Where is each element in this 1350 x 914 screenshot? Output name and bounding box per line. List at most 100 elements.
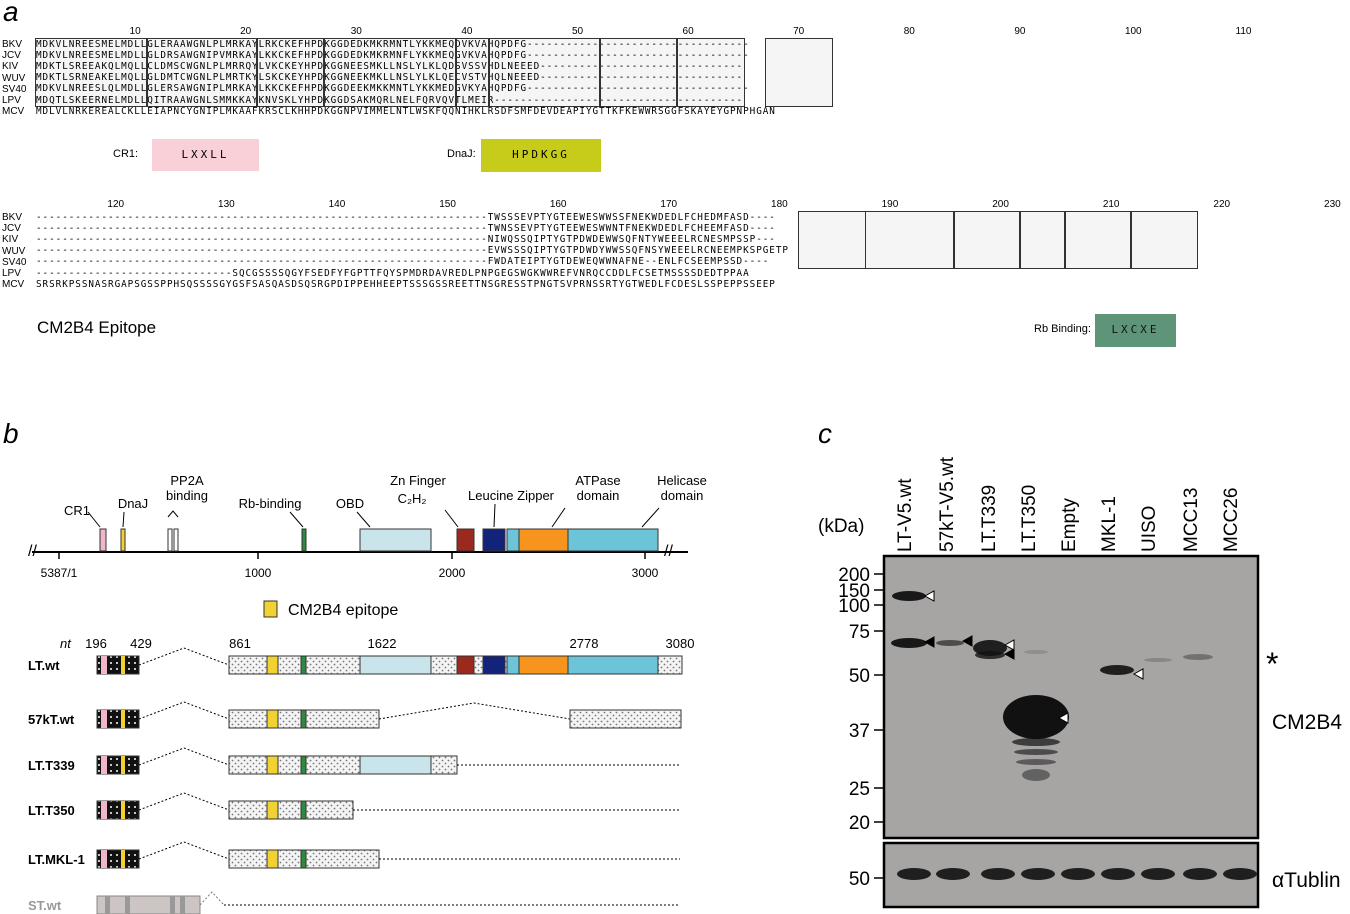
marker-label: 150 — [838, 581, 870, 602]
helicase-domain — [567, 528, 659, 552]
cr1-segment — [101, 656, 107, 674]
sequence-row: ----------------------------------------… — [36, 256, 770, 268]
sequence-name: MCV — [2, 106, 25, 118]
tubulin-band — [1021, 868, 1055, 880]
cr1-segment — [101, 801, 107, 819]
construct-label: LT.wt — [28, 658, 60, 673]
construct-label: LT.T339 — [28, 758, 75, 773]
band-arrowhead — [1003, 639, 1015, 651]
zinc-finger-subscript-label: C₂H₂ — [398, 491, 427, 506]
sequence-row: MDKTLSRNEAKELMQLLGLDMTCWGNLPLMRTKYLSKCKE… — [36, 72, 744, 84]
ruler-tick: 60 — [682, 26, 694, 37]
sequence-row: ----------------------------------------… — [36, 222, 776, 234]
atpase-label: domain — [577, 488, 620, 503]
leucine-zipper-segment — [482, 655, 506, 675]
ruler-tick: 170 — [660, 199, 678, 210]
nt-position: 196 — [85, 636, 107, 651]
sequence-name: BKV — [2, 212, 23, 223]
epitope-legend-swatch — [263, 600, 278, 618]
conservation-box — [952, 211, 1022, 269]
sequence-row: ------------------------------SQCGSSSSQG… — [36, 267, 750, 279]
conservation-box — [764, 38, 834, 107]
nt-position: 861 — [229, 636, 251, 651]
band-arrowhead — [961, 635, 973, 647]
tubulin-band — [897, 868, 931, 880]
lane-label: MKL-1 — [1099, 496, 1120, 552]
band — [1022, 769, 1050, 781]
conservation-box — [1063, 211, 1132, 269]
helicase-label: Helicase — [657, 473, 707, 488]
nt-position: 1622 — [368, 636, 397, 651]
helicase-domain — [506, 528, 520, 552]
ruler-tick: 100 — [1124, 26, 1142, 37]
sequence-row: ----------------------------------------… — [36, 211, 776, 223]
marker-label: 25 — [849, 779, 870, 800]
st-segment — [170, 896, 175, 914]
leader-line — [444, 509, 459, 528]
tubulin-band — [1141, 868, 1175, 880]
ruler-tick: 120 — [107, 199, 125, 210]
conservation-box — [599, 38, 679, 107]
ruler-tick: 40 — [461, 26, 473, 37]
band-arrowhead — [923, 636, 935, 648]
st-segment — [125, 896, 130, 914]
band — [1183, 654, 1213, 660]
leader-line — [551, 507, 566, 528]
marker-label: 20 — [849, 813, 870, 834]
ruler-tick: 200 — [992, 199, 1009, 210]
band-arrowhead — [1132, 668, 1144, 680]
conservation-box — [798, 211, 867, 269]
rb-motif-box: LXCXE — [1095, 314, 1176, 347]
band — [892, 591, 926, 601]
leader-line — [122, 511, 125, 528]
leader-line — [289, 511, 304, 528]
ruler-tick: 140 — [328, 199, 346, 210]
sequence-name: MCV — [2, 279, 25, 291]
atpase-label: ATPase — [575, 473, 620, 488]
sequence-row: ----------------------------------------… — [36, 245, 789, 257]
pp2a-domain — [173, 528, 179, 552]
ruler-tick: 20 — [240, 26, 252, 37]
band-arrowhead — [1003, 648, 1015, 660]
band — [1144, 658, 1172, 662]
antibody-label: CM2B4 — [1272, 711, 1342, 734]
leucine-zipper-domain — [482, 528, 506, 552]
sequence-name: WUV — [2, 245, 26, 257]
helicase-label: domain — [661, 488, 704, 503]
tubulin-band — [981, 868, 1015, 880]
conservation-box — [1019, 211, 1066, 269]
epitope-segment — [266, 849, 279, 869]
pp2a-label: binding — [166, 488, 208, 503]
nt-position: 2778 — [570, 636, 599, 651]
leader-line — [167, 510, 179, 518]
tubulin-membrane — [882, 841, 1260, 909]
tubulin-band — [1223, 868, 1257, 880]
dnaj-domain — [120, 528, 126, 552]
rb-segment — [300, 800, 307, 820]
ruler-tick: 80 — [903, 26, 915, 37]
sequence-row: MDQTLSKEERNELMDLLQITRAAWGNLSMMKKAYKNVSKL… — [36, 94, 744, 106]
conservation-box — [864, 211, 955, 269]
nt-label: nt — [60, 636, 72, 651]
ruler-tick: 70 — [793, 26, 805, 37]
axis-break-left: // — [28, 543, 37, 560]
st-segment — [180, 896, 185, 914]
lane-label: LT.T339 — [979, 485, 1000, 552]
sequence-name: KIV — [2, 234, 19, 246]
tubulin-band — [1101, 868, 1135, 880]
ruler-tick: 130 — [218, 199, 235, 210]
sequence-row: MDKTLSREEAKQLMQLLCLDMSCWGNLPLMRRQYLVKCKE… — [36, 60, 744, 72]
kda-label: (kDa) — [818, 516, 864, 537]
helicase-segment — [506, 655, 520, 675]
leader-line — [356, 511, 371, 528]
cr1-motif-box: LXXLL — [152, 139, 259, 171]
lane-label: Empty — [1059, 498, 1080, 552]
dnaj-label: DnaJ — [118, 496, 148, 511]
cr1-motif-label: CR1: — [113, 148, 139, 160]
blot-membrane — [882, 554, 1260, 840]
leader-line — [87, 511, 101, 528]
sequence-row: MDKVLNREESMELMDLLGLDRSAWGNIPVMRKAYLKKCKE… — [36, 49, 750, 61]
ruler-tick: 210 — [1102, 199, 1120, 210]
st-segment — [105, 896, 110, 914]
lower-marker-label: 50 — [849, 869, 870, 890]
